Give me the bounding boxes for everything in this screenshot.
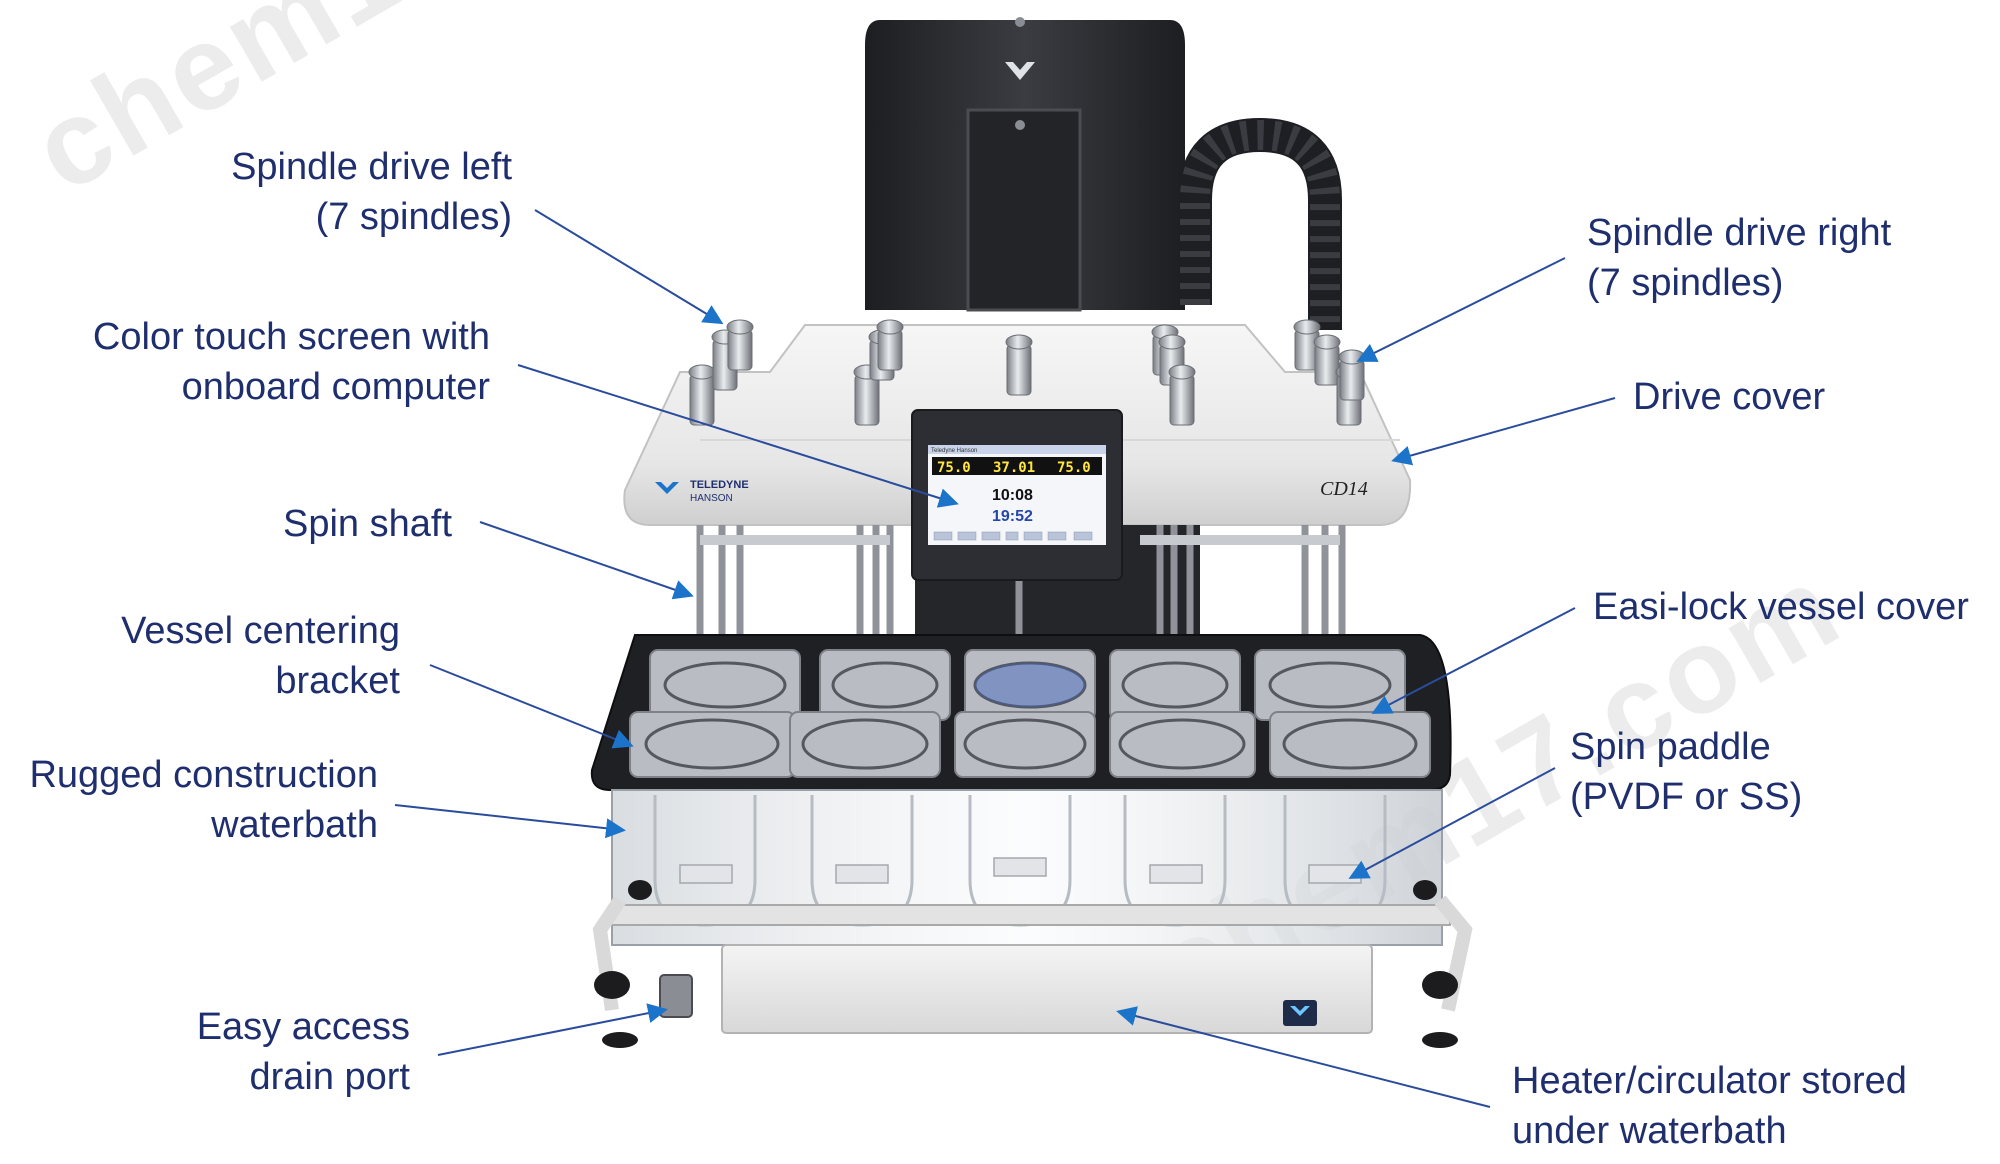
callout-text: Spin paddle <box>1570 726 1771 768</box>
heater-circulator <box>721 944 1373 1034</box>
model-badge: CD14 <box>1320 478 1368 500</box>
screen-reading-3: 75.0 <box>1057 460 1091 476</box>
callout-drain-port: Easy access drain port <box>197 1002 410 1102</box>
callout-waterbath: Rugged construction waterbath <box>29 750 378 850</box>
callout-text: Easy access <box>196 1006 410 1048</box>
leader-vessel-cover <box>1371 607 1576 714</box>
screen-reading-1: 75.0 <box>937 460 971 476</box>
leader-drive-cover <box>1391 397 1616 466</box>
spindle-heads <box>688 319 1366 426</box>
callout-text: Vessel centering <box>121 610 400 652</box>
callout-spindle-left: Spindle drive left (7 spindles) <box>231 142 512 242</box>
brand-logo-icon <box>1005 62 1035 80</box>
leader-drain-port <box>437 1003 668 1056</box>
tower-slot <box>966 108 1082 312</box>
callout-drive-cover: Drive cover <box>1633 372 1825 422</box>
leader-waterbath <box>394 804 626 839</box>
cover-logo-icon <box>655 482 679 494</box>
callout-text: (PVDF or SS) <box>1570 776 1803 818</box>
callout-spin-shaft: Spin shaft <box>283 499 452 549</box>
callout-text: Drive cover <box>1633 376 1826 418</box>
callout-text: waterbath <box>211 804 378 846</box>
callout-text: Spindle drive left <box>231 146 512 188</box>
leader-centering-bracket <box>429 664 634 749</box>
touch-screen: Teledyne Hanson 75.0 37.01 75.0 10:08 19… <box>911 409 1123 581</box>
callout-spindle-right: Spindle drive right (7 spindles) <box>1587 208 1891 308</box>
screen-reading-2: 37.01 <box>993 460 1035 476</box>
callout-text: under waterbath <box>1512 1110 1787 1152</box>
leader-heater <box>1116 1006 1491 1108</box>
callout-spin-paddle: Spin paddle (PVDF or SS) <box>1570 722 1802 822</box>
heater-logo-icon <box>1290 1006 1310 1016</box>
callout-text: Easi-lock vessel cover <box>1593 586 1969 628</box>
leader-spin-paddle <box>1348 767 1556 879</box>
leader-spindle-right <box>1356 257 1566 362</box>
callout-text: drain port <box>249 1056 410 1098</box>
screen-header: Teledyne Hanson <box>931 448 977 454</box>
callout-text: (7 spindles) <box>315 196 512 238</box>
cover-brand-2: HANSON <box>690 493 733 504</box>
cover-brand-1: TELEDYNE <box>690 479 749 491</box>
callout-text: Heater/circulator stored <box>1512 1060 1907 1102</box>
leader-spin-shaft <box>479 521 694 600</box>
leader-lines <box>394 209 1616 1108</box>
callout-text: bracket <box>275 660 400 702</box>
callout-text: Spindle drive right <box>1587 212 1892 254</box>
callout-touch-screen: Color touch screen with onboard computer <box>93 312 490 412</box>
feet <box>594 880 1458 1048</box>
callout-centering-bracket: Vessel centering bracket <box>121 606 400 706</box>
callout-heater: Heater/circulator stored under waterbath <box>1512 1056 1907 1156</box>
leader-spindle-left <box>534 209 724 325</box>
screen-time-2: 19:52 <box>992 508 1033 525</box>
callout-text: Rugged construction <box>29 754 378 796</box>
callout-text: Color touch screen with <box>92 316 490 358</box>
callout-text: onboard computer <box>181 366 490 408</box>
callout-vessel-cover: Easi-lock vessel cover <box>1593 582 1969 632</box>
callout-text: (7 spindles) <box>1587 262 1784 304</box>
leader-touch-screen <box>517 364 959 508</box>
callout-text: Spin shaft <box>283 503 452 545</box>
drain-port <box>659 974 693 1018</box>
screen-time-1: 10:08 <box>992 487 1033 504</box>
